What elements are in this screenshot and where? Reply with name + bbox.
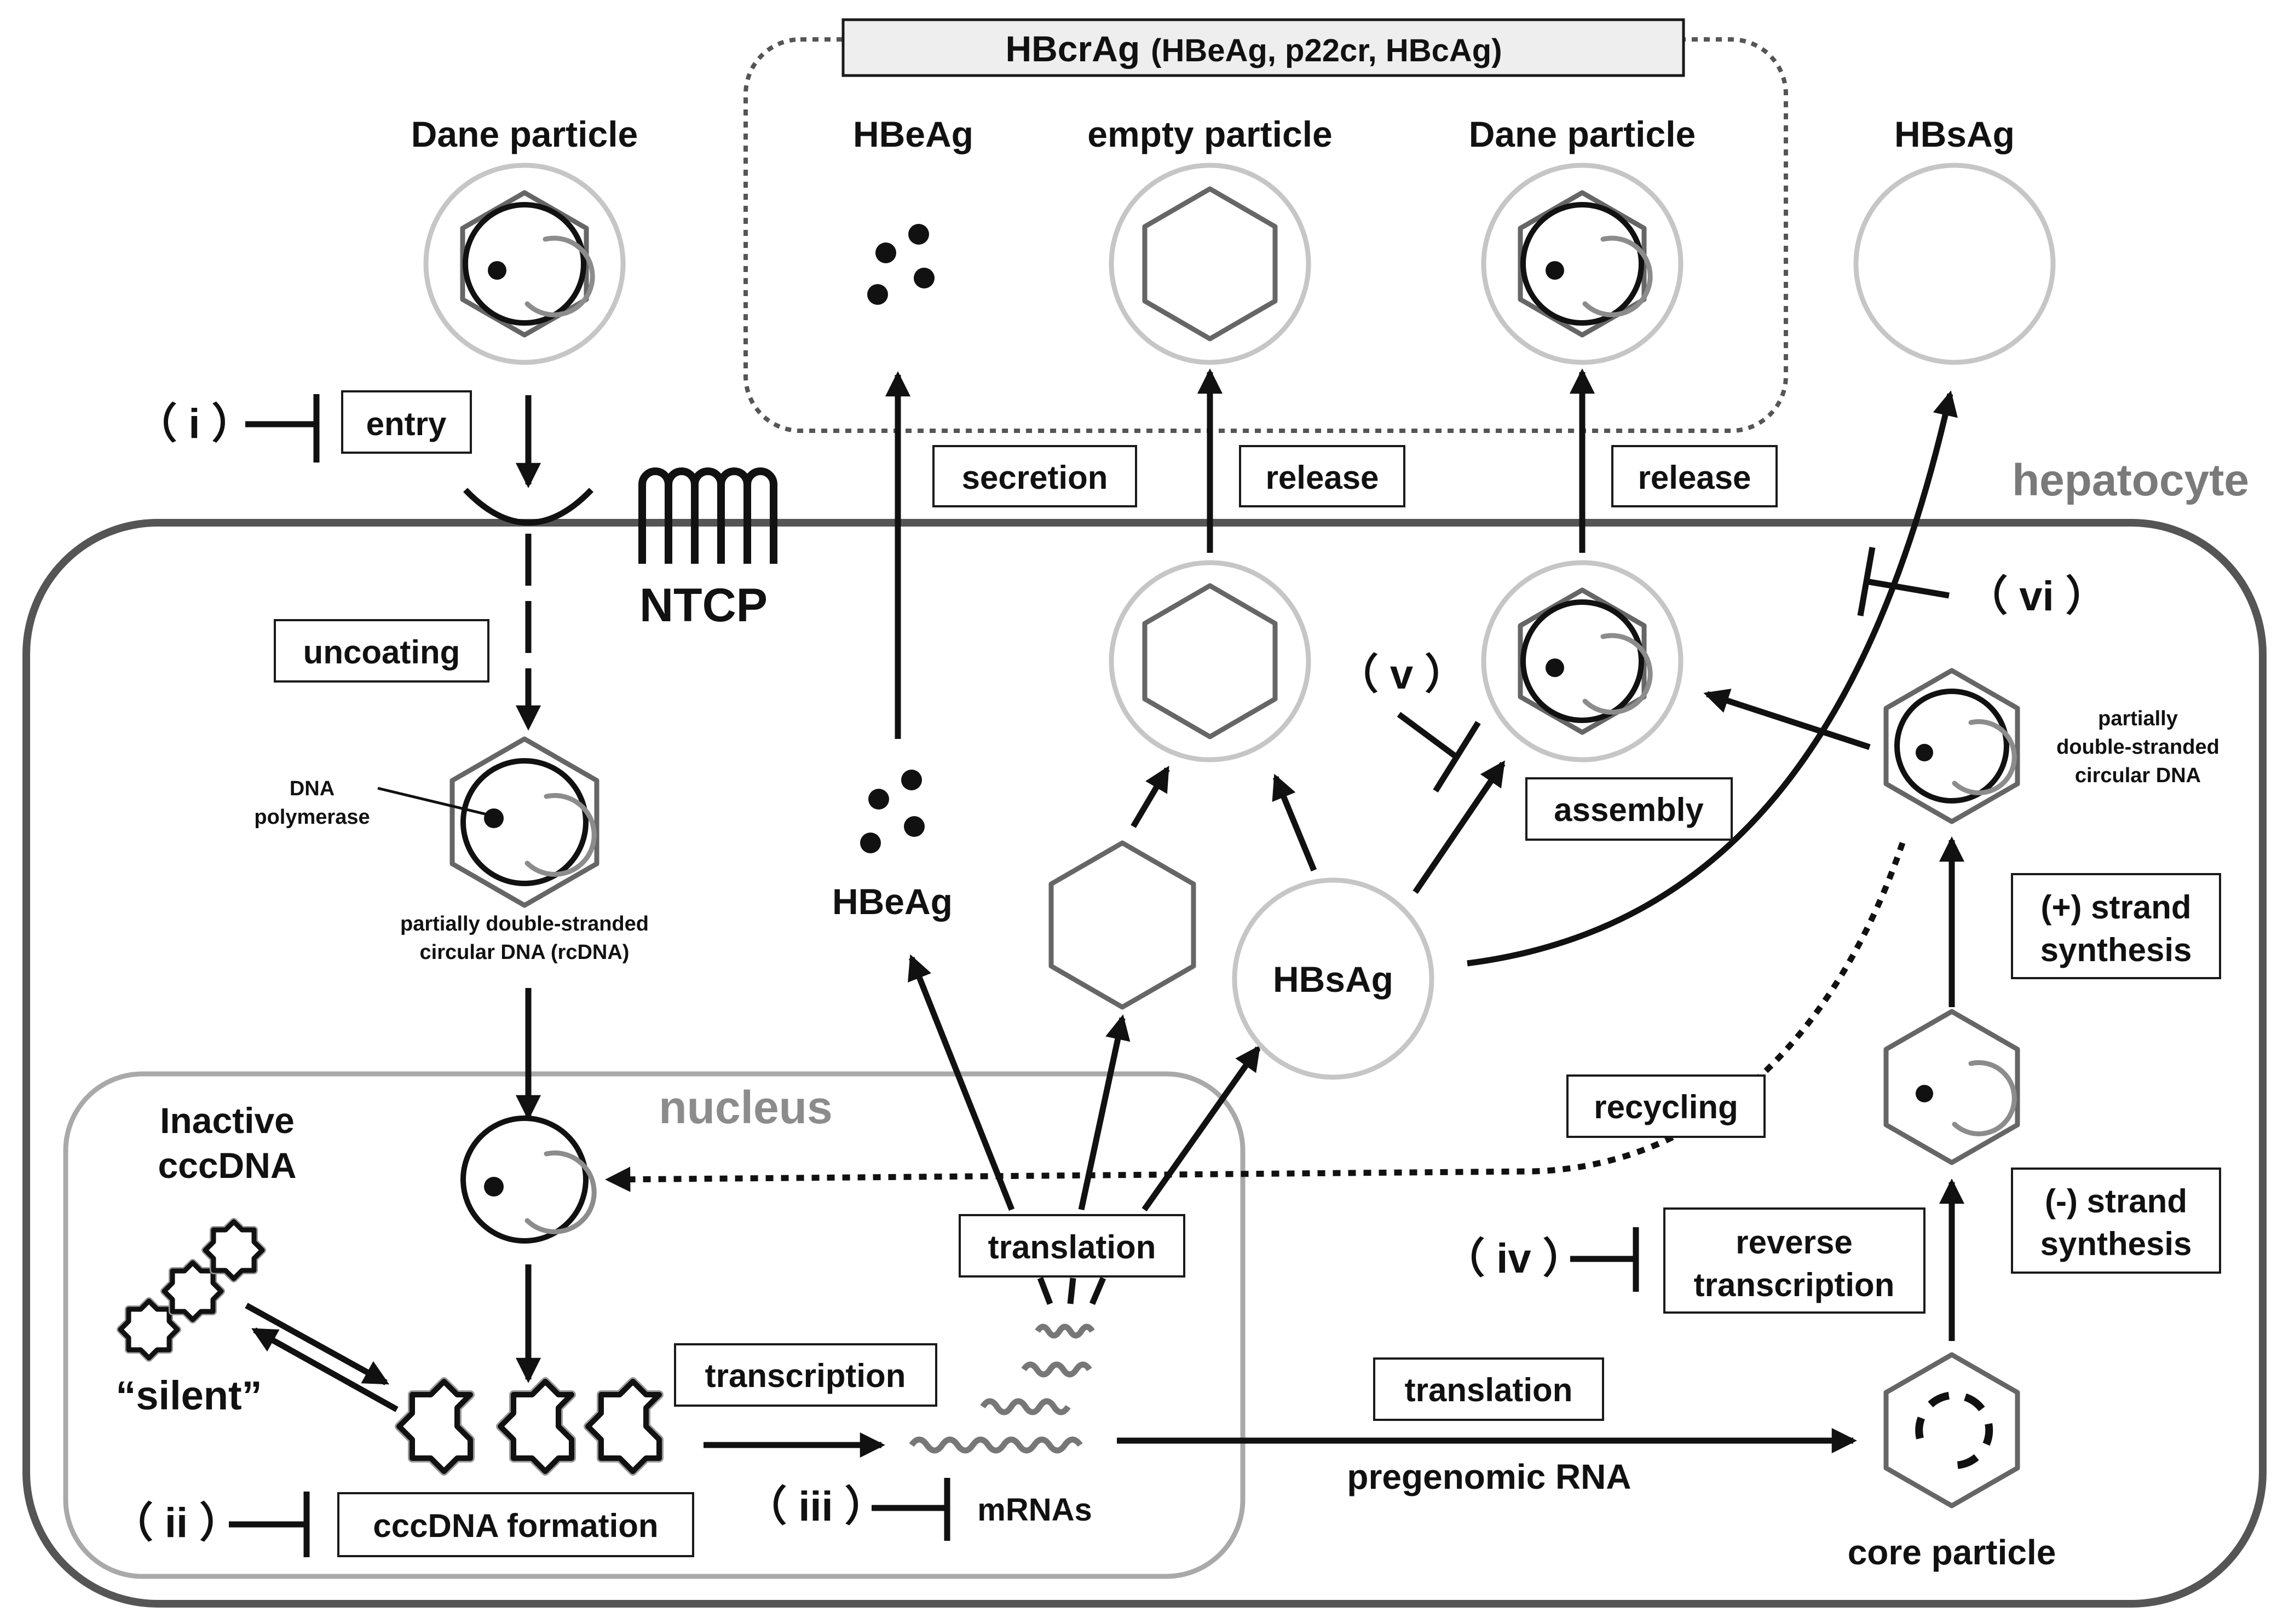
inhibitor-i-label: （ i ） <box>135 401 253 447</box>
minus-strand-box <box>2011 1168 2221 1274</box>
translation-to-capsid-arrow <box>1078 1014 1131 1211</box>
nucleus-label: nucleus <box>659 1082 832 1133</box>
minus-strand-capsid <box>1883 1009 2020 1165</box>
inhibitor-vi-line <box>1865 578 1950 599</box>
release-box-2 <box>1611 445 1778 507</box>
inhibitor-ii-label: （ ii ） <box>112 1500 241 1546</box>
cccdna-formation-box <box>337 1492 694 1557</box>
hbeag-dots-extracellular <box>867 224 935 305</box>
reactivation-arrow <box>245 1303 390 1385</box>
empty-capsid-hexagon <box>1048 840 1196 1010</box>
hbeag-intracellular-label: HBeAg <box>832 881 953 922</box>
dane-particle-right <box>1481 163 1684 365</box>
rcdna-nuclear <box>460 1116 597 1244</box>
inhibitor-v-line <box>1397 712 1460 761</box>
inhibitor-iii-label: （ iii ） <box>745 1483 886 1530</box>
translation-to-hbeag-arrow <box>908 954 1015 1211</box>
hbsag-to-assembly-arrow <box>1413 760 1506 894</box>
inhibitor-iv-label: （ iv ） <box>1443 1235 1584 1282</box>
capsid-to-empty-arrow <box>1131 766 1170 828</box>
rcdna-capsid <box>449 736 599 908</box>
hbcrag-region <box>743 37 1788 433</box>
hbsag-to-empty-arrow <box>1272 773 1317 872</box>
translation-upper-label: translation <box>988 1229 1156 1265</box>
hepatocyte-membrane <box>22 519 2267 1608</box>
pdsdna-capsid <box>1883 668 2020 824</box>
empty-particle-intracellular <box>1109 560 1311 762</box>
core-particle <box>1883 1352 2020 1509</box>
inhibitor-v-bar <box>1433 721 1481 793</box>
release-label-1: release <box>1266 459 1379 496</box>
hbsag-intracellular-label: HBsAg <box>1273 959 1393 999</box>
ntcp-receptor-icon <box>638 467 777 564</box>
secretion-label: secretion <box>962 459 1108 496</box>
dane-particle-right-label: Dane particle <box>1469 114 1696 154</box>
transcription-box <box>674 1343 937 1407</box>
inhibitor-vi-label: （ vi ） <box>1966 573 2107 620</box>
mrnas-label: mRNAs <box>977 1492 1092 1528</box>
hbsag-extracellular-label: HBsAg <box>1894 114 2015 154</box>
silencing-arrow <box>251 1327 399 1412</box>
hbcrag-title: HBcrAg(HBeAg, p22cr, HBcAg) <box>1005 28 1502 69</box>
cccdna-inactive-icon <box>117 1218 266 1362</box>
translation-upper-box <box>959 1214 1185 1278</box>
pdsdna-to-assembly-arrow <box>1703 689 1871 750</box>
mrnas-icon <box>909 1324 1095 1454</box>
secretion-box <box>932 445 1137 507</box>
dane-particle-left <box>423 163 626 365</box>
reverse-transcription-box <box>1663 1207 1925 1314</box>
dane-particle-intracellular <box>1481 560 1684 762</box>
hbsag-extracellular <box>1853 163 2056 365</box>
hbeag-extracellular-label: HBeAg <box>853 114 973 154</box>
recycling-label: recycling <box>1594 1089 1738 1125</box>
hepatocyte-label: hepatocyte <box>2012 455 2249 505</box>
entry-label: entry <box>366 406 447 442</box>
translation-lower-box <box>1373 1357 1604 1421</box>
entry-box <box>341 390 472 454</box>
assembly-box <box>1525 777 1733 841</box>
cccdna-active-icon <box>395 1377 664 1476</box>
empty-particle-extracellular <box>1109 163 1311 365</box>
translation-lower-label: translation <box>1405 1372 1573 1408</box>
uncoating-box <box>274 619 489 683</box>
dna-polymerase-pointer <box>377 787 492 817</box>
silent-label: “silent” <box>116 1373 262 1418</box>
inhibitor-vi-bar <box>1857 547 1876 616</box>
pregenomic-rna-label: pregenomic RNA <box>1347 1457 1631 1496</box>
ntcp-label: NTCP <box>639 579 768 632</box>
recycling-box <box>1566 1074 1766 1138</box>
hbsag-release-arrow <box>1467 390 1958 967</box>
mrna-stub-1 <box>1037 1277 1053 1305</box>
transcription-label: transcription <box>705 1357 906 1394</box>
hbsag-intracellular <box>1232 877 1434 1080</box>
inhibitor-v-label: （ v ） <box>1337 651 1467 698</box>
release-label-2: release <box>1638 459 1751 496</box>
mrna-stub-3 <box>1089 1276 1106 1305</box>
core-particle-label: core particle <box>1848 1533 2056 1572</box>
recycling-arrow <box>605 842 1906 1192</box>
empty-particle-label: empty particle <box>1087 114 1333 154</box>
hbcrag-title-box <box>841 18 1685 77</box>
hbeag-dots-intracellular <box>860 770 925 853</box>
receptor-cup <box>463 488 593 526</box>
uncoating-label: uncoating <box>303 634 460 671</box>
release-box-1 <box>1239 445 1405 507</box>
dane-particle-left-label: Dane particle <box>411 114 638 154</box>
assembly-label: assembly <box>1554 791 1704 828</box>
mrna-stub-2 <box>1067 1278 1076 1304</box>
plus-strand-box <box>2011 873 2221 979</box>
translation-to-hbsag-arrow <box>1142 1045 1261 1212</box>
nucleus-membrane <box>63 1071 1246 1579</box>
cccdna-formation-label: cccDNA formation <box>373 1507 658 1544</box>
